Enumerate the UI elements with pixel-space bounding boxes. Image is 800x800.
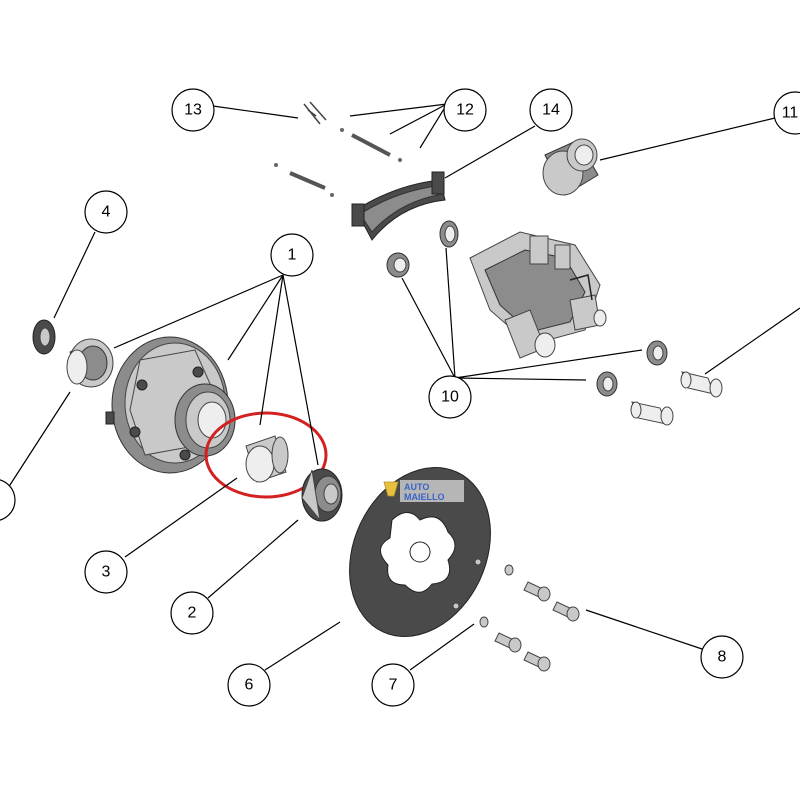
bearing-left-part: [66, 338, 114, 388]
washers-part-7: [479, 564, 514, 628]
callout-4: 4: [84, 190, 128, 234]
bolt: [523, 581, 551, 602]
bolts-part-8: [494, 581, 580, 672]
watermark-line-1: AUTO: [404, 482, 429, 492]
brake-disc-part-6: [349, 467, 491, 637]
callout-13: 13: [171, 88, 215, 132]
seals-part-10: [386, 220, 668, 397]
callout-3: 3: [84, 550, 128, 594]
callout-14-label: 14: [542, 102, 560, 119]
callout-6: 6: [227, 663, 271, 707]
callout-11: 11: [773, 91, 800, 135]
callout-2-label: 2: [188, 605, 197, 622]
callout-2: 2: [170, 591, 214, 635]
hub-flange-part-1: [105, 336, 236, 474]
brake-pad-part-14: [351, 171, 446, 241]
slide-pins: [630, 371, 723, 426]
pins-part-12: [274, 128, 402, 197]
callout-7: 7: [371, 663, 415, 707]
caliper-piston-part-11: [542, 138, 599, 196]
auto-maiello-watermark: AUTO MAIELLO: [383, 480, 464, 502]
highlight-ring: [204, 411, 328, 499]
callout-8: 8: [700, 635, 744, 679]
brake-caliper: [469, 231, 607, 359]
callout-6-label: 6: [245, 677, 254, 694]
bushing-sleeve-part-3: [245, 435, 289, 483]
bolt: [552, 601, 580, 622]
callout-4-label: 4: [102, 204, 111, 221]
callout-10-label: 10: [441, 389, 459, 406]
callout-8-label: 8: [718, 649, 727, 666]
callout-7-label: 7: [389, 677, 398, 694]
callout-3-label: 3: [102, 564, 111, 581]
callout-14: 14: [529, 88, 573, 132]
bolt: [494, 632, 522, 653]
callout-10: 10: [428, 375, 472, 419]
seal-ring-part-4: [32, 319, 56, 355]
callout-13-label: 13: [184, 102, 202, 119]
callout-5: [0, 479, 16, 521]
spring-clip-part-13: [303, 101, 327, 125]
callout-12-label: 12: [456, 102, 474, 119]
callout-12: 12: [443, 88, 487, 132]
bolt: [523, 651, 551, 672]
bearing-ring-part-2: [301, 468, 343, 522]
callout-1-label: 1: [288, 247, 297, 264]
leader-lines: [7, 103, 800, 671]
callout-1: 1: [270, 233, 314, 277]
callout-11-label: 11: [782, 105, 799, 122]
watermark-line-2: MAIELLO: [404, 492, 445, 502]
